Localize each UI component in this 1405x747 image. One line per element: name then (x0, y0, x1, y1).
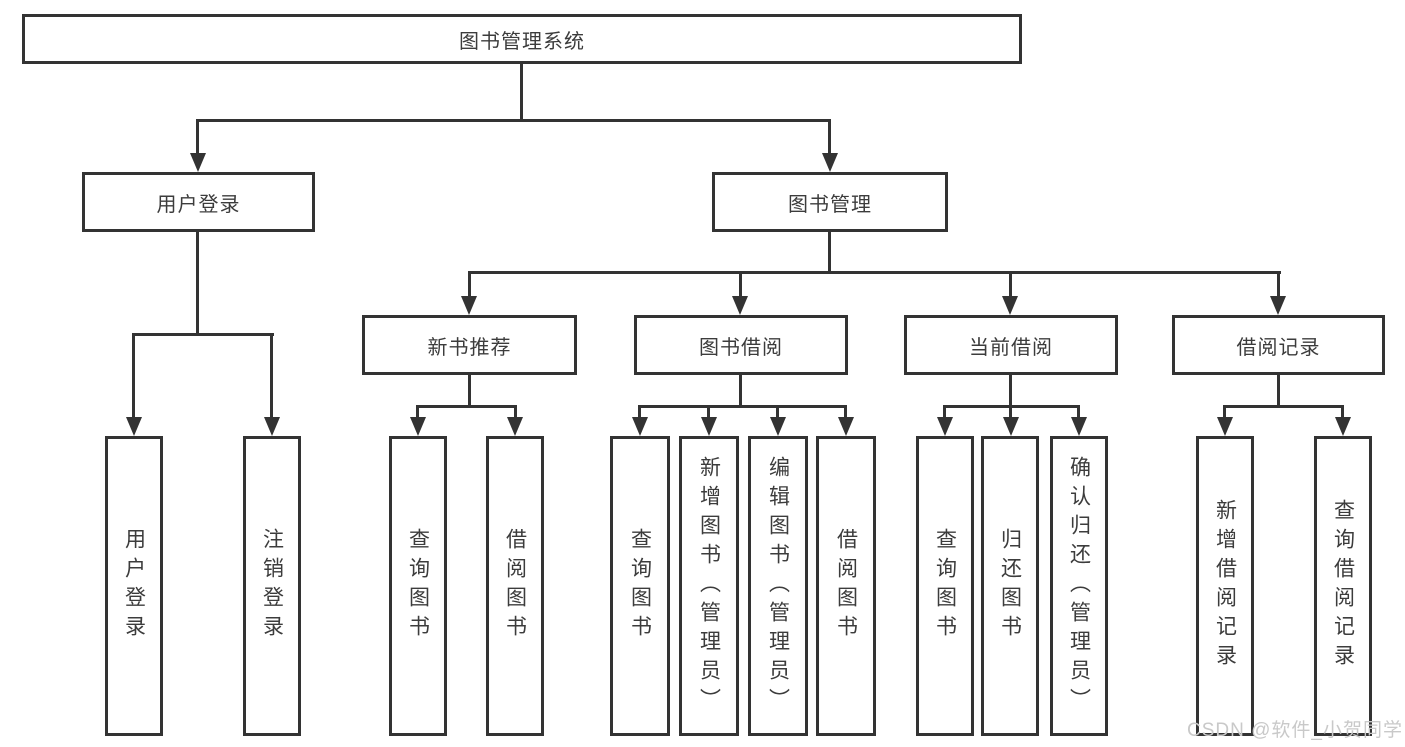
node-label: 借阅图书 (834, 528, 858, 644)
arrow-down-icon (701, 417, 717, 436)
node-label: 注销登录 (260, 528, 284, 644)
node-label: 新书推荐 (427, 336, 512, 359)
leaf-user-login: 用户登录 (105, 436, 163, 736)
connector-line (468, 271, 471, 297)
node-label: 编辑图书（管理员） (766, 455, 790, 717)
connector-line (828, 119, 831, 154)
connector-line (1223, 405, 1344, 408)
leaf-query-books-2: 查询图书 (610, 436, 670, 736)
arrow-down-icon (126, 417, 142, 436)
arrow-down-icon (632, 417, 648, 436)
node-label: 图书管理 (788, 193, 872, 216)
connector-line (1223, 405, 1226, 418)
connector-line (132, 333, 274, 336)
connector-line (468, 375, 471, 408)
connector-line (739, 375, 742, 408)
connector-line (196, 119, 199, 154)
arrow-down-icon (1270, 296, 1286, 315)
node-label: 查询借阅记录 (1331, 499, 1355, 673)
connector-line (468, 271, 1281, 274)
node-label: 借阅图书 (503, 528, 527, 644)
node-new-book-recommendation: 新书推荐 (362, 315, 577, 375)
node-label: 新增借阅记录 (1213, 499, 1237, 673)
arrow-down-icon (1071, 417, 1087, 436)
connector-line (1277, 375, 1280, 408)
arrow-down-icon (461, 296, 477, 315)
node-label: 用户登录 (122, 528, 146, 644)
connector-line (1277, 271, 1280, 297)
arrow-down-icon (822, 153, 838, 172)
connector-line (196, 232, 199, 336)
arrow-down-icon (1217, 417, 1233, 436)
connector-line (514, 405, 517, 418)
node-book-management: 图书管理 (712, 172, 948, 232)
connector-line (776, 405, 779, 418)
connector-line (638, 405, 641, 418)
node-label: 查询图书 (933, 528, 957, 644)
connector-line (828, 232, 831, 274)
arrow-down-icon (190, 153, 206, 172)
node-user-login: 用户登录 (82, 172, 315, 232)
connector-line (416, 405, 517, 408)
leaf-confirm-return-admin: 确认归还（管理员） (1050, 436, 1108, 736)
node-label: 当前借阅 (969, 336, 1053, 359)
connector-line (1341, 405, 1344, 418)
connector-line (416, 405, 419, 418)
connector-line (270, 333, 273, 418)
node-label: 图书管理系统 (459, 30, 585, 53)
connector-line (707, 405, 710, 418)
arrow-down-icon (410, 417, 426, 436)
node-label: 查询图书 (406, 528, 430, 644)
node-borrowing-records: 借阅记录 (1172, 315, 1385, 375)
connector-line (638, 405, 847, 408)
arrow-down-icon (1002, 296, 1018, 315)
connector-line (132, 333, 135, 418)
node-label: 用户登录 (156, 193, 241, 216)
node-label: 图书借阅 (699, 336, 783, 359)
connector-line (1009, 405, 1012, 418)
arrow-down-icon (838, 417, 854, 436)
leaf-add-borrow-record: 新增借阅记录 (1196, 436, 1254, 736)
node-library-management-system: 图书管理系统 (22, 14, 1022, 64)
connector-line (1077, 405, 1080, 418)
connector-line (1009, 375, 1012, 408)
leaf-query-books: 查询图书 (389, 436, 447, 736)
arrow-down-icon (507, 417, 523, 436)
node-label: 借阅记录 (1236, 336, 1321, 359)
watermark-text: CSDN @软件_小贺同学 (1187, 720, 1403, 741)
leaf-query-books-3: 查询图书 (916, 436, 974, 736)
leaf-logout: 注销登录 (243, 436, 301, 736)
node-label: 归还图书 (998, 528, 1022, 644)
leaf-borrow-books-2: 借阅图书 (816, 436, 876, 736)
arrow-down-icon (732, 296, 748, 315)
connector-line (520, 64, 523, 121)
node-current-borrowing: 当前借阅 (904, 315, 1118, 375)
arrow-down-icon (1003, 417, 1019, 436)
arrow-down-icon (770, 417, 786, 436)
node-book-borrowing: 图书借阅 (634, 315, 848, 375)
arrow-down-icon (1335, 417, 1351, 436)
connector-line (739, 271, 742, 297)
node-label: 新增图书（管理员） (697, 455, 721, 717)
node-label: 查询图书 (628, 528, 652, 644)
connector-line (197, 119, 831, 122)
arrow-down-icon (264, 417, 280, 436)
arrow-down-icon (937, 417, 953, 436)
leaf-return-books: 归还图书 (981, 436, 1039, 736)
connector-line (1009, 271, 1012, 297)
connector-line (844, 405, 847, 418)
leaf-query-borrow-record: 查询借阅记录 (1314, 436, 1372, 736)
leaf-add-books-admin: 新增图书（管理员） (679, 436, 739, 736)
connector-line (943, 405, 946, 418)
leaf-edit-books-admin: 编辑图书（管理员） (748, 436, 808, 736)
leaf-borrow-books: 借阅图书 (486, 436, 544, 736)
node-label: 确认归还（管理员） (1067, 455, 1091, 717)
